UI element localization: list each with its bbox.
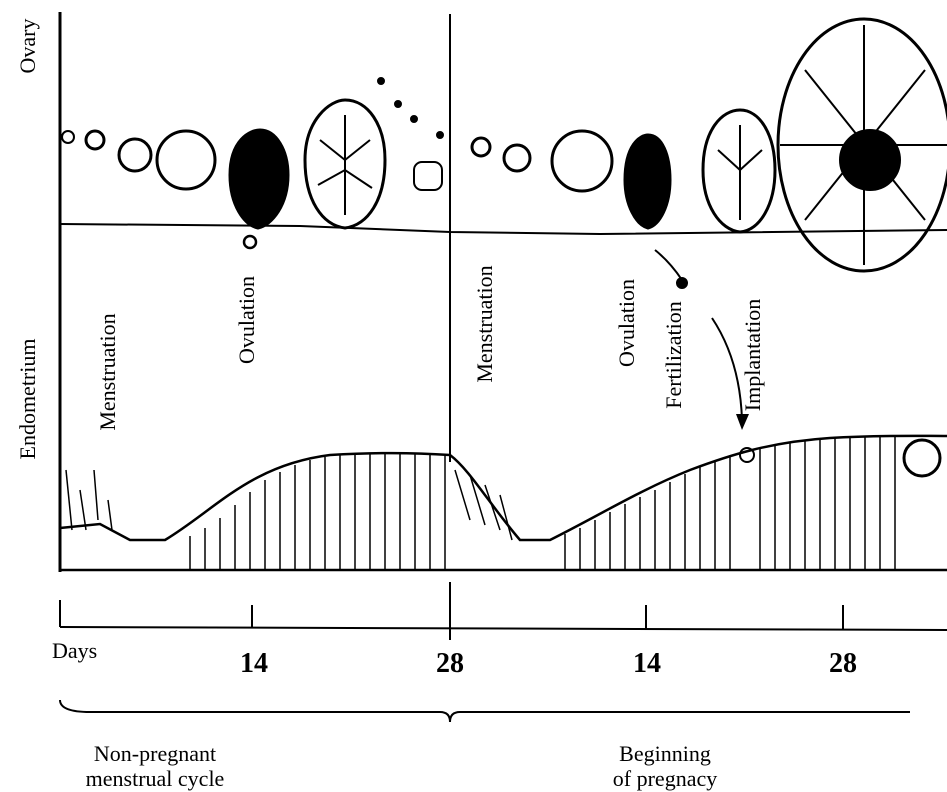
ovulation-label-cycle-1: Ovulation [236, 276, 258, 364]
menstruation-label-cycle-1: Menstruation [97, 313, 119, 430]
corpus-luteum-folds [718, 125, 762, 220]
mature-follicle [230, 130, 288, 228]
primary-follicle [472, 138, 490, 156]
day-tick-label-14-second: 14 [633, 650, 661, 678]
released-ovum [244, 236, 256, 248]
debris-dot [395, 101, 401, 107]
fertilization-arrow [655, 250, 682, 280]
non-pregnant-line-1: Non-pregnant [86, 741, 225, 766]
pregnancy-line-1: Beginning [613, 741, 717, 766]
debris-dot [437, 132, 443, 138]
ovary-follicles-cycle-1 [62, 78, 443, 248]
pregnancy-phase-label: Beginning of pregnacy [613, 741, 717, 792]
non-pregnant-phase-label: Non-pregnant menstrual cycle [86, 741, 225, 792]
pregnancy-brace [450, 712, 910, 722]
pregnancy-line-2: of pregnacy [613, 766, 717, 791]
embryo-sac [904, 440, 940, 476]
day-tick-label-28: 28 [436, 650, 464, 678]
implantation-label: Implantation [742, 299, 764, 411]
debris-dot [411, 116, 417, 122]
endometrial-glands [190, 436, 895, 570]
corpus-luteum-folds [318, 115, 372, 215]
menstruation-label-cycle-2: Menstruation [474, 265, 496, 382]
day-axis [60, 582, 947, 640]
non-pregnant-line-2: menstrual cycle [86, 766, 225, 791]
day-tick-label-14: 14 [240, 650, 268, 678]
secondary-follicle [504, 145, 530, 171]
regressing-corpus [414, 162, 442, 190]
embryo-migration-arrowhead [736, 414, 749, 430]
ovary-row-label: Ovary [17, 19, 39, 74]
ovary-follicles-cycle-2 [472, 19, 947, 476]
secondary-follicle [119, 139, 151, 171]
embryo-migration-arrow [712, 318, 742, 420]
non-pregnant-brace [60, 700, 450, 722]
fertilized-ovum [677, 278, 687, 288]
pregnancy-corpus-core [840, 130, 900, 190]
day-axis-line [60, 627, 947, 630]
antral-follicle [157, 131, 215, 189]
ovulation-label-cycle-2: Ovulation [616, 279, 638, 367]
fertilization-label: Fertilization [663, 301, 685, 409]
endometrium-thickness-curve [60, 436, 947, 540]
day-tick-label-28-second: 28 [829, 650, 857, 678]
antral-follicle [552, 131, 612, 191]
ovary-baseline [60, 224, 947, 234]
mature-follicle [625, 135, 670, 228]
primary-follicle [86, 131, 104, 149]
debris-dot [378, 78, 384, 84]
days-axis-label: Days [52, 640, 97, 662]
primordial-follicle [62, 131, 74, 143]
endometrium-row-label: Endometrium [17, 339, 39, 460]
phase-braces [60, 700, 910, 722]
